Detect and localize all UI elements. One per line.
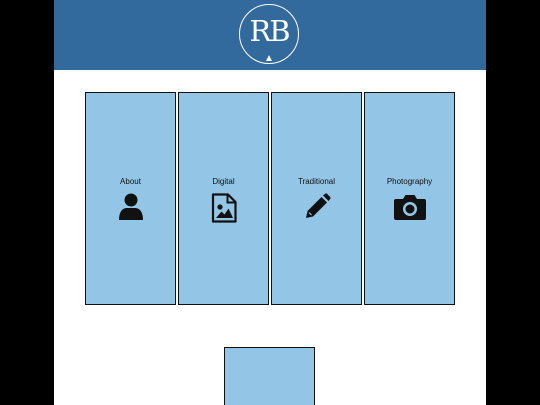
card-traditional[interactable]: Traditional [271,92,362,305]
logo-circle-icon [239,4,299,64]
card-about[interactable]: About [85,92,176,305]
card-photography-label: Photography [386,177,433,186]
card-about-label: About [120,177,141,186]
site-header: RB [54,0,486,70]
pencil-icon [305,193,331,218]
card-digital-label: Digital [212,177,235,186]
category-cards: About Digital Traditional [85,92,455,305]
card-traditional-label: Traditional [297,177,336,186]
card-digital[interactable]: Digital [178,92,269,305]
user-icon [118,193,143,220]
bottom-card[interactable] [224,347,315,405]
image-file-icon [211,193,237,223]
site-logo[interactable]: RB [238,3,300,65]
logo-text: RB [249,14,290,48]
camera-icon [393,195,426,220]
card-photography[interactable]: Photography [364,92,455,305]
page: RB About Digital [54,0,486,405]
